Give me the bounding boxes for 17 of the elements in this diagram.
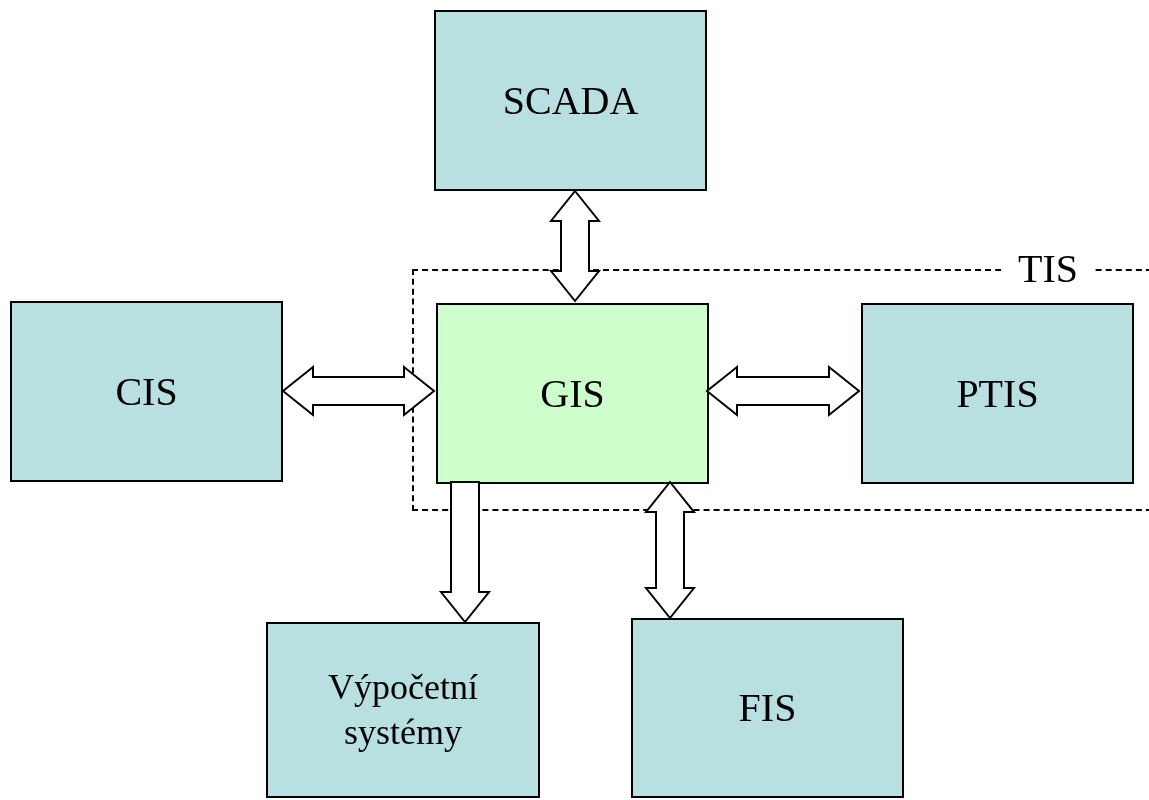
system-box <box>631 618 904 798</box>
box-label: GIS <box>539 369 606 418</box>
box-label: Výpočetní systémy <box>327 666 479 754</box>
system-box <box>436 303 709 484</box>
block-arrow <box>548 189 602 303</box>
block-arrow <box>281 364 436 418</box>
box-label: SCADA <box>501 76 640 125</box>
block-arrow <box>705 364 861 418</box>
system-box <box>861 303 1134 484</box>
system-box <box>10 301 283 482</box>
box-label: PTIS <box>955 369 1040 418</box>
system-box <box>434 10 707 191</box>
system-box <box>266 622 540 798</box>
block-arrow <box>643 480 697 620</box>
block-arrow <box>438 481 492 624</box>
box-label: CIS <box>114 367 179 416</box>
box-label: FIS <box>737 684 798 732</box>
